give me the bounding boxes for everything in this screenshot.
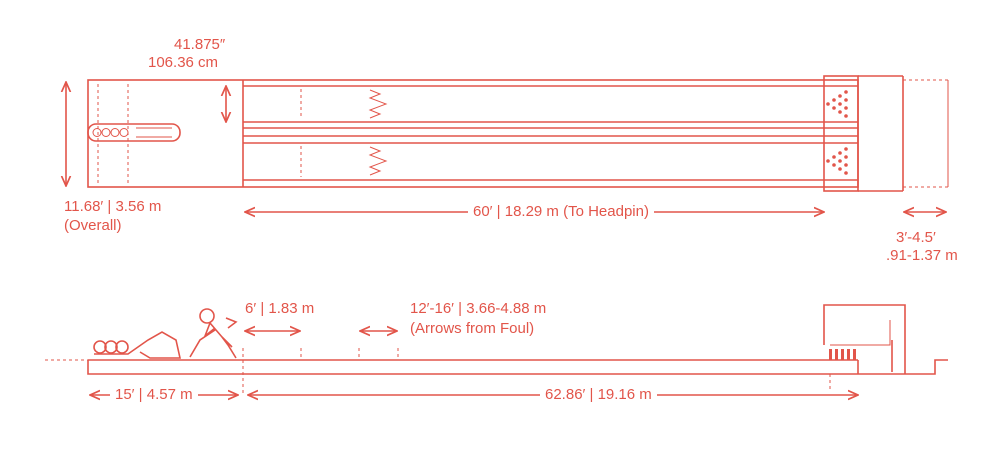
six-foot-label: 6′ | 1.83 m: [245, 300, 315, 317]
arrows-1: [368, 89, 388, 119]
approach-width-cm-label: 106.36 cm: [148, 54, 219, 71]
lane-2: [243, 142, 858, 181]
overall-width-label: 11.68′ | 3.56 m: [64, 198, 162, 215]
approach-length-label: 15′ | 4.57 m: [110, 386, 198, 404]
bowler-figure: [189, 308, 238, 359]
lane-total-length-label: 62.86′ | 19.16 m: [540, 386, 657, 404]
ball-return: [87, 123, 181, 142]
lane-outline: [87, 79, 859, 188]
arrows-2: [368, 146, 388, 176]
floor-base: [87, 360, 905, 375]
pinsetter-section: [823, 304, 906, 374]
pinsetter: [823, 75, 859, 192]
arrows-range-label: 12′-16′ | 3.66-4.88 m: [410, 300, 547, 317]
pins-2: [826, 147, 848, 175]
pit-section: [905, 359, 948, 375]
pins-1: [826, 90, 848, 118]
plan-view: [66, 75, 949, 212]
approach-width-in-label: 41.875″: [174, 36, 226, 53]
section-view: [45, 304, 948, 395]
pins-section: [829, 349, 856, 360]
overall-width-note: (Overall): [64, 217, 122, 234]
ball-return-section: [93, 331, 181, 359]
pit-depth-ft-label: 3′-4.5′: [896, 229, 936, 246]
pit-depth-m-label: .91-1.37 m: [886, 247, 958, 264]
lane-1: [243, 85, 858, 123]
lane-length-label: 60′ | 18.29 m (To Headpin): [468, 203, 654, 221]
arrows-note-label: (Arrows from Foul): [410, 320, 535, 337]
